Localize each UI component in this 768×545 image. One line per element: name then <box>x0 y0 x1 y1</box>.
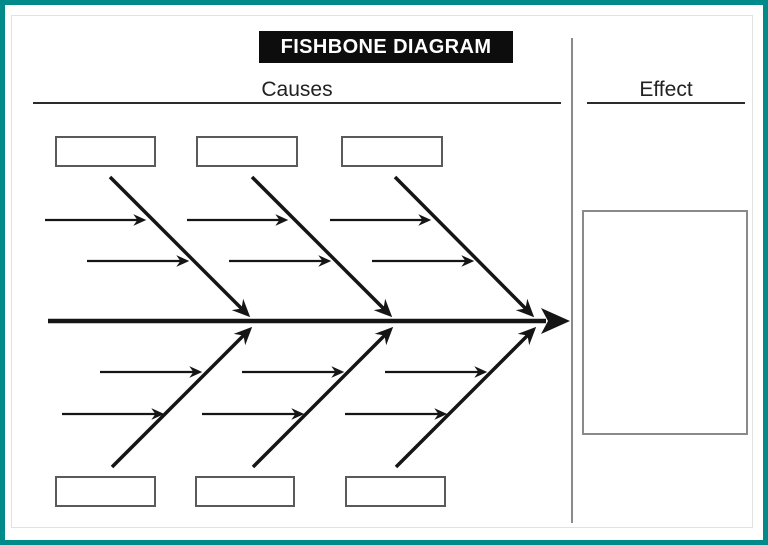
top-bone-1 <box>108 175 251 318</box>
cause-box-bottom-3 <box>345 476 446 507</box>
effect-underline <box>587 102 745 104</box>
bottom-bone-1 <box>110 326 253 469</box>
diagram-title: FISHBONE DIAGRAM <box>280 36 492 58</box>
top-bone-3 <box>393 175 535 318</box>
bottom-bones <box>110 326 537 469</box>
cause-box-bottom-1 <box>55 476 156 507</box>
bottom-bone-3 <box>394 326 537 469</box>
cause-box-top-1 <box>55 136 156 167</box>
inner-frame <box>11 15 753 528</box>
top-bone-2 <box>250 175 393 318</box>
fishbone-skeleton <box>45 175 570 469</box>
cause-box-top-2 <box>196 136 298 167</box>
spine-arrowhead <box>541 308 570 334</box>
cause-box-top-3 <box>341 136 443 167</box>
top-bones <box>108 175 535 318</box>
bottom-bone-2 <box>251 326 394 469</box>
effect-box <box>582 210 748 435</box>
cause-box-bottom-2 <box>195 476 295 507</box>
causes-underline <box>33 102 561 104</box>
causes-section-label: Causes <box>261 78 333 101</box>
section-divider-line <box>571 38 573 523</box>
diagram-title-bar: FISHBONE DIAGRAM <box>259 31 513 63</box>
effect-section-label: Effect <box>639 78 693 101</box>
